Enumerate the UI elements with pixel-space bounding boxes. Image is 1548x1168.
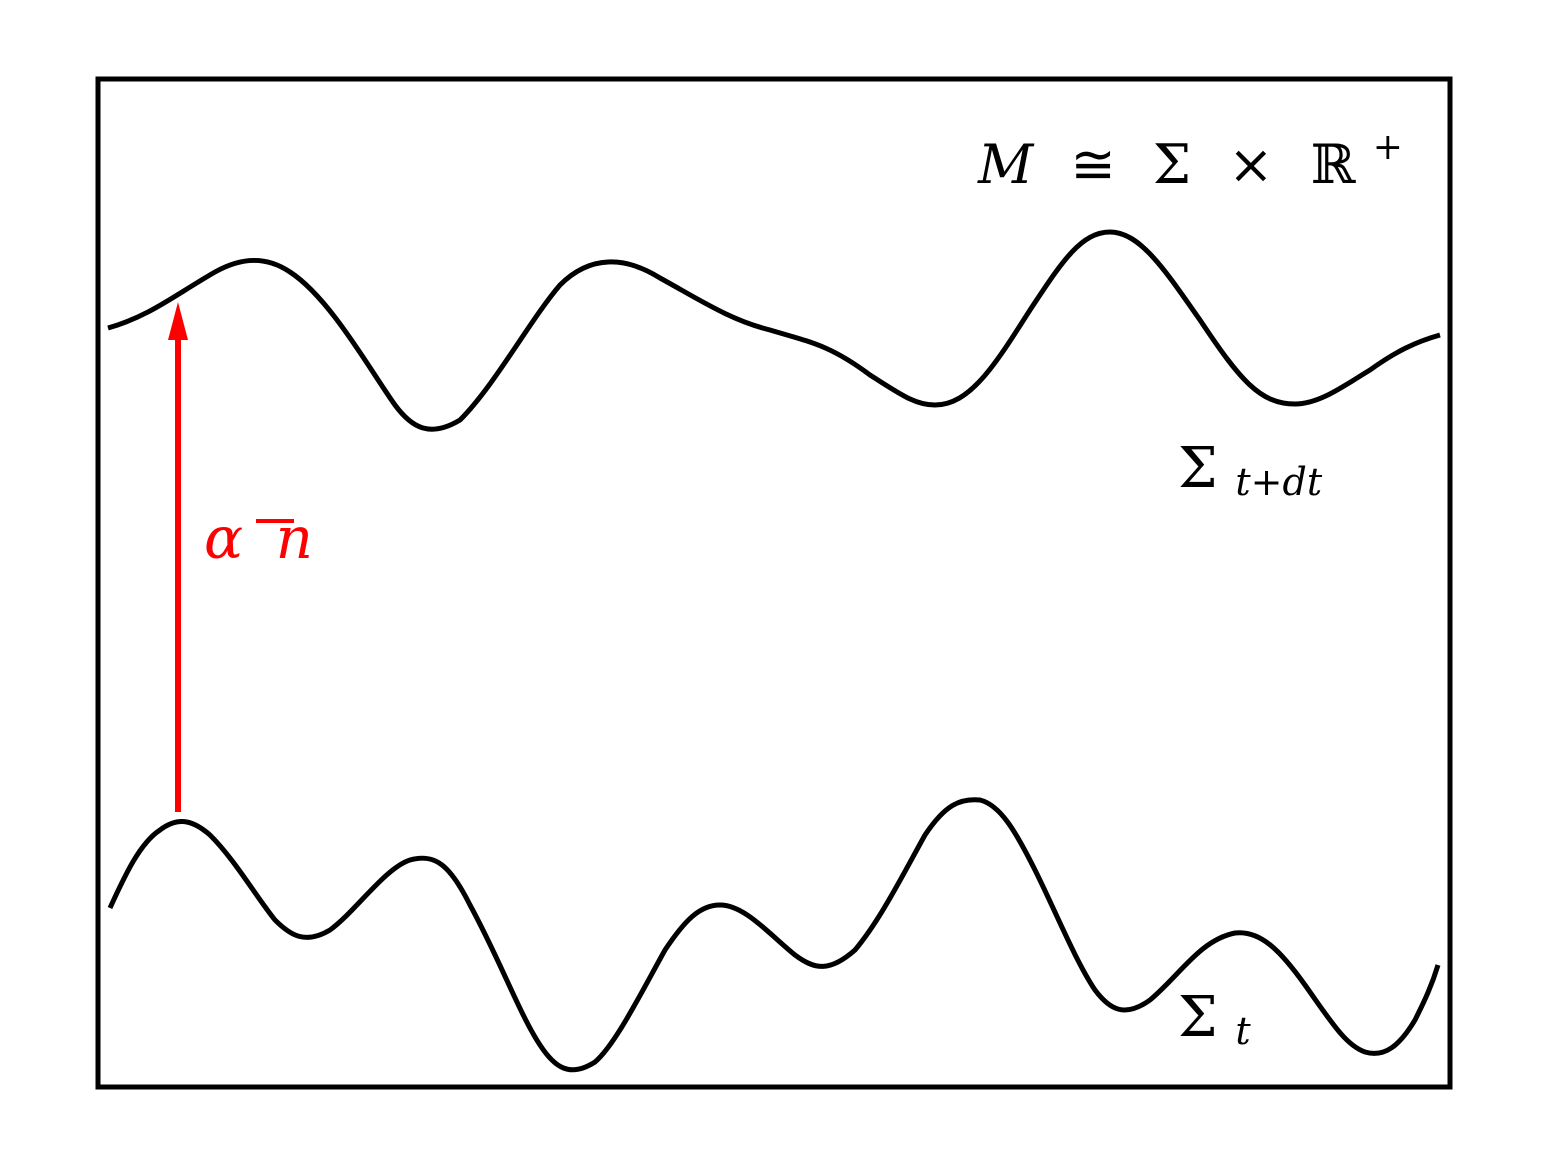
upper-hypersurface-curve: [107, 229, 1441, 432]
upper-surface-label: Σ t+dt: [1178, 436, 1323, 504]
upper-surface-subscript: t+dt: [1235, 460, 1322, 504]
reals-plus-superscript: +: [1373, 127, 1403, 168]
normal-alpha: α: [204, 504, 243, 572]
times-symbol: ×: [1228, 133, 1273, 196]
lower-surface-sigma: Σ: [1178, 985, 1218, 1050]
manifold-sigma: Σ: [1153, 133, 1191, 196]
lower-surface-subscript: t: [1235, 1009, 1251, 1053]
manifold-label: M ≅ Σ × ℝ +: [977, 127, 1403, 196]
normal-arrow-head: [168, 302, 188, 340]
manifold-script-m: M: [977, 133, 1035, 196]
lower-hypersurface-curve: [107, 797, 1441, 1073]
upper-surface-sigma: Σ: [1178, 436, 1218, 501]
reals-symbol: ℝ: [1311, 133, 1357, 196]
congruent-symbol: ≅: [1070, 133, 1115, 196]
lower-surface-label: Σ t: [1178, 985, 1251, 1053]
diagram-frame: [95, 76, 1453, 1090]
normal-label: α n: [204, 504, 313, 572]
normal-n: n: [276, 504, 313, 572]
